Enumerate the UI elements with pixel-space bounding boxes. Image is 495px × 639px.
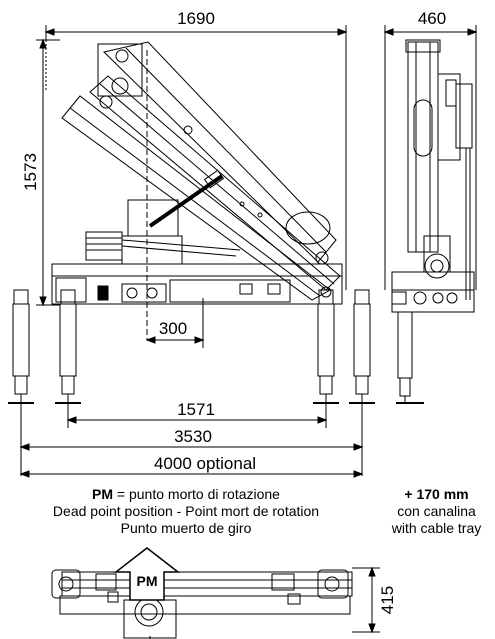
pm-caption: PM = punto morto di rotazione Dead point… — [0, 486, 372, 537]
dimension-415: 415 — [352, 566, 397, 634]
stabiliser-legs-front — [8, 289, 375, 404]
pm-arrow: PM — [113, 547, 181, 601]
dimension-1571: 1571 — [66, 400, 328, 428]
dimension-3530: 3530 — [19, 404, 364, 476]
crane-side-view — [391, 39, 475, 404]
dimension-3530-label: 3530 — [174, 427, 212, 446]
pm-caption-line2: Dead point position - Point mort de rota… — [52, 503, 320, 519]
dimension-4000: 4000 optional — [19, 454, 364, 478]
pm-caption-line1: PM = punto morto di rotazione — [0, 486, 372, 503]
dimension-4000-label: 4000 optional — [154, 454, 256, 473]
dimension-1571-label: 1571 — [177, 400, 215, 419]
cable-tray-caption-line1: + 170 mm — [378, 486, 495, 503]
crane-top-view — [51, 569, 353, 639]
dimension-460-label: 460 — [418, 9, 446, 28]
dimension-300-label: 300 — [159, 319, 187, 338]
cable-tray-caption: + 170 mm con canalina with cable tray — [378, 486, 495, 537]
dimension-1690-label: 1690 — [177, 9, 215, 28]
pm-arrow-label: PM — [137, 573, 158, 589]
cable-tray-extra-mm: + 170 mm — [404, 486, 469, 502]
dimension-415-label: 415 — [378, 586, 397, 614]
dimension-460: 460 — [383, 9, 478, 290]
cable-tray-caption-line2: con canalina — [397, 503, 476, 519]
dimension-1690: 1690 — [44, 9, 348, 290]
cable-tray-caption-line3: with cable tray — [391, 520, 482, 536]
dimension-1573-label: 1573 — [21, 153, 40, 191]
dimension-300: 300 — [145, 298, 205, 348]
pm-caption-key: PM — [92, 486, 114, 502]
dimension-1573: 1573 — [21, 38, 60, 307]
crane-front-view — [51, 41, 343, 340]
pm-caption-line1-rest: = punto morto di rotazione — [113, 486, 280, 502]
pm-caption-line3: Punto muerto de giro — [120, 520, 252, 536]
